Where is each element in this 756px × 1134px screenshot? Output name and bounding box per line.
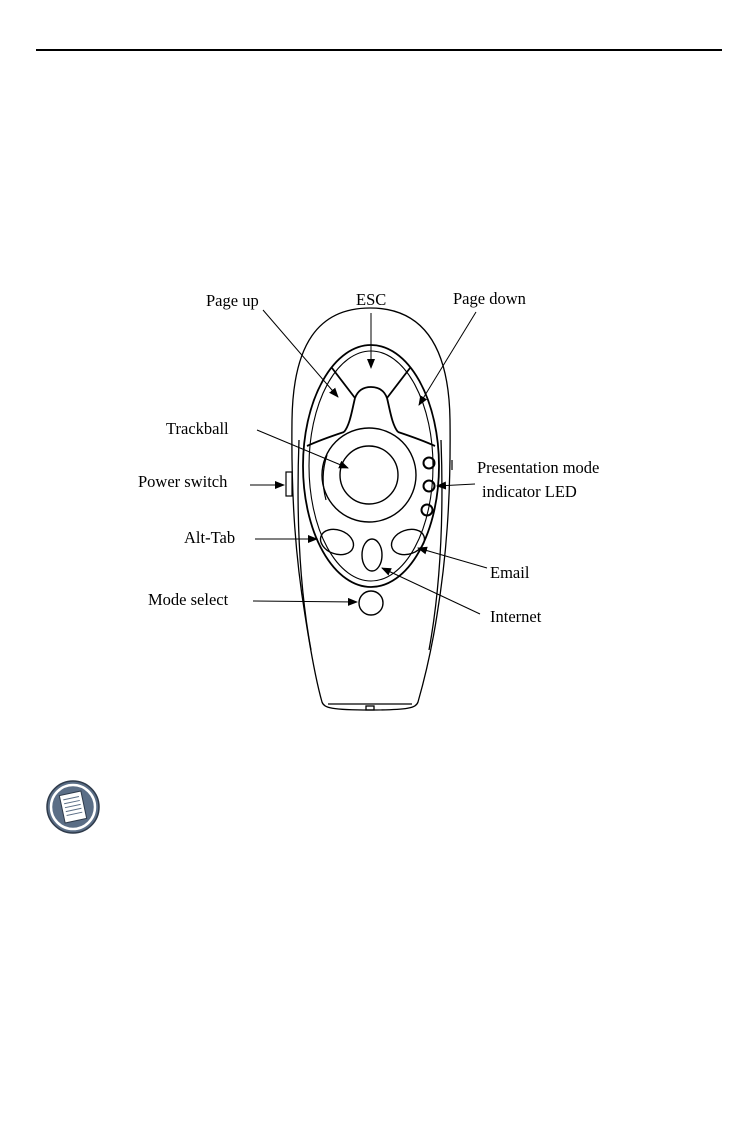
top-buttons[interactable] xyxy=(307,368,435,446)
mode-select-button[interactable] xyxy=(359,591,383,615)
label-internet: Internet xyxy=(490,607,542,626)
label-page-up: Page up xyxy=(206,291,259,310)
note-icon xyxy=(44,778,102,836)
power-switch[interactable] xyxy=(286,472,292,496)
label-page-down: Page down xyxy=(453,289,526,308)
label-power-switch: Power switch xyxy=(138,472,228,491)
label-presentation-mode-line1: Presentation mode xyxy=(477,458,599,477)
label-alt-tab: Alt-Tab xyxy=(184,528,235,547)
remote-body xyxy=(292,308,450,710)
label-email: Email xyxy=(490,563,530,582)
label-esc: ESC xyxy=(356,290,386,309)
label-trackball: Trackball xyxy=(166,419,229,438)
label-presentation-mode-line2: indicator LED xyxy=(482,482,577,501)
trackball[interactable] xyxy=(322,428,416,522)
label-mode-select: Mode select xyxy=(148,590,229,609)
